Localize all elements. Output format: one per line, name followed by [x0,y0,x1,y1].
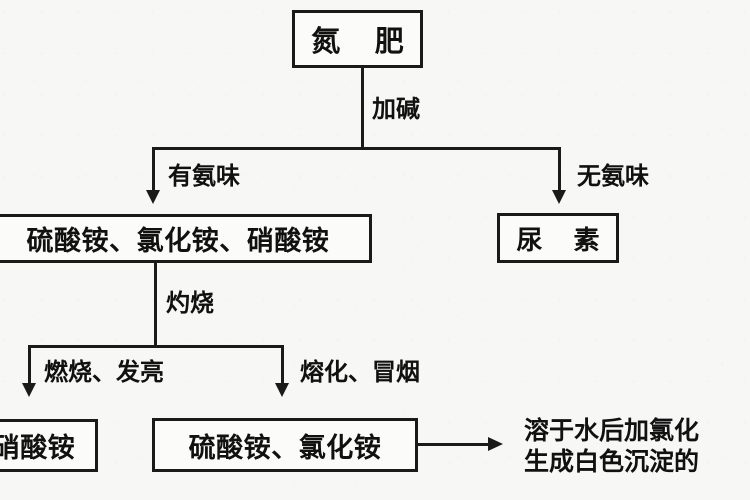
arrow-down-icon-left [146,190,160,204]
edge-label-ignite: 灼烧 [166,289,214,317]
edge-label-add-alkali: 加碱 [372,95,420,123]
node-ammonium-nitrate: 硝酸铵 [0,419,98,472]
connector-right-drop [558,147,561,194]
connector-burn-drop [28,345,31,387]
connector-left-drop [152,147,155,194]
arrow-down-icon-right [552,190,566,204]
node-ammonium-salt-group: 硫酸铵、氯化铵、硝酸铵 [0,214,372,263]
connector-level2-bar [28,345,283,348]
node-urea: 尿 素 [497,213,619,263]
connector-group-stem [154,263,157,347]
edge-label-no-ammonia-smell: 无氨味 [577,162,649,190]
edge-label-melts-smokes: 熔化、冒烟 [300,358,420,386]
arrow-right-icon-result [488,437,503,451]
connector-melt-drop [281,345,284,387]
connector-root-stem [361,68,364,147]
connector-level1-bar [152,147,561,150]
connector-result-arrow-line [418,443,490,446]
edge-label-has-ammonia-smell: 有氨味 [168,162,240,190]
annotation-line-1: 溶于水后加氯化 [524,416,700,445]
annotation-final-result: 溶于水后加氯化 生成白色沉淀的 [524,416,699,477]
edge-label-burns-glows: 燃烧、发亮 [44,358,164,386]
arrow-down-icon-burn [22,383,36,397]
annotation-line-2: 生成白色沉淀的 [524,446,700,476]
node-nitrogen-fertilizer: 氮 肥 [292,10,423,68]
arrow-down-icon-melt [275,383,289,397]
node-ammonium-sulfate-chloride: 硫酸铵、氯化铵 [152,418,418,472]
